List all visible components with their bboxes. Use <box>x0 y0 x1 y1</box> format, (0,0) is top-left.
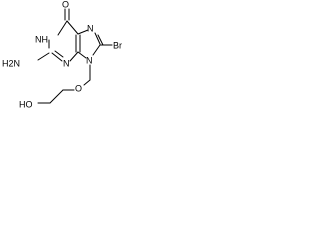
bonds-side-chain <box>37 64 91 104</box>
atom-n-lower: N <box>63 58 70 68</box>
bond-carbonyl <box>64 8 70 21</box>
atom-nh: NH <box>35 34 48 44</box>
atom-n-upper: N <box>87 23 94 33</box>
atom-oxygen-carbonyl: O <box>62 0 69 9</box>
chemical-structure: O NH H2N N N N Br O HO <box>2 0 122 109</box>
bond-amino <box>37 52 50 61</box>
atom-bromo: Br <box>113 40 122 50</box>
atom-amino: H2N <box>2 58 20 68</box>
atom-ether-oxygen: O <box>75 83 82 93</box>
atom-hydroxyl: HO <box>19 99 33 109</box>
atom-n9: N <box>86 55 93 65</box>
bonds-five-ring <box>77 29 104 59</box>
bonds-six-ring <box>48 20 81 62</box>
